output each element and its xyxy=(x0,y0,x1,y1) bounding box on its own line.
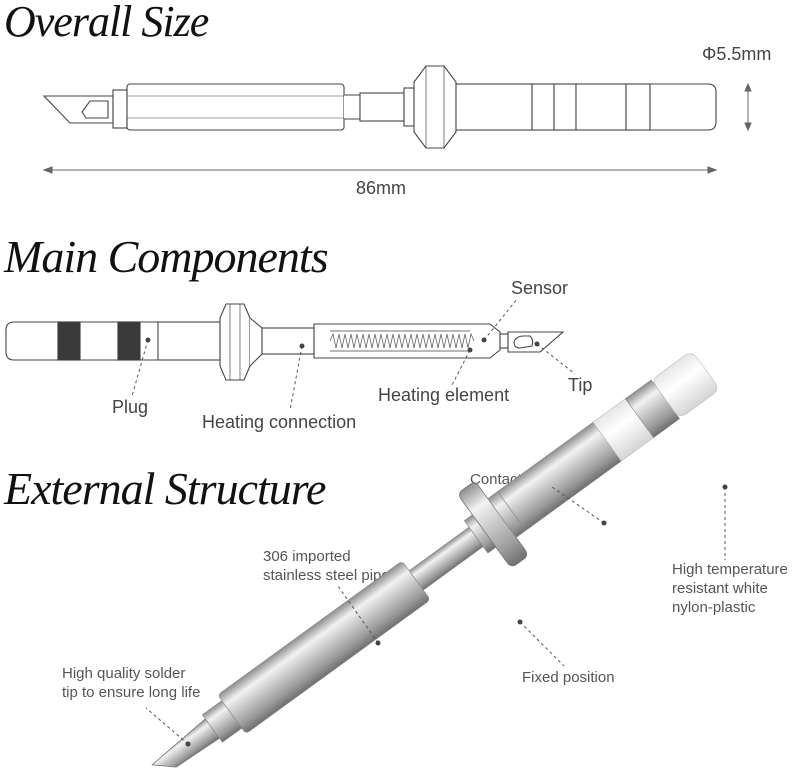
external-leader-dots xyxy=(185,484,728,747)
main-tip-drawing xyxy=(499,331,565,353)
external-leader-lines xyxy=(145,486,726,745)
steel-pipe-label-line1: 306 imported xyxy=(263,548,351,565)
steel-pipe-label-line2: stainless steel pipe xyxy=(263,567,390,584)
heating-element-label: Heating element xyxy=(378,385,510,405)
main-leader-lines xyxy=(131,297,576,411)
main-components-drawing xyxy=(5,303,501,381)
sensor-label: Sensor xyxy=(511,278,569,298)
external-tip-rendering xyxy=(151,353,718,768)
tip-label: Tip xyxy=(568,375,593,395)
length-label: 86mm xyxy=(356,178,407,198)
overall-size-title: Overall Size xyxy=(4,0,209,46)
overall-tip-drawing xyxy=(42,65,717,149)
diameter-dimension-line xyxy=(744,82,752,132)
main-components-title: Main Components xyxy=(4,231,329,282)
length-dimension-line xyxy=(42,166,718,174)
heating-connection-label: Heating connection xyxy=(202,412,357,432)
solder-tip-label-line2: tip to ensure long life xyxy=(62,684,201,701)
nylon-label-line2: resistant white xyxy=(672,580,768,597)
steel-pipe-label: 306 imported stainless steel pipe xyxy=(263,547,390,585)
solder-tip-label-line1: High quality solder xyxy=(62,665,186,682)
heating-coil xyxy=(329,332,475,349)
fixed-position-label: Fixed position xyxy=(522,669,615,686)
main-leader-dots xyxy=(145,337,540,353)
nylon-label-line3: nylon-plastic xyxy=(672,599,756,616)
plug-label: Plug xyxy=(112,397,149,417)
external-structure-title: External Structure xyxy=(4,463,326,514)
solder-tip-label: High quality solder tip to ensure long l… xyxy=(62,664,200,702)
nylon-label: High temperature resistant white nylon-p… xyxy=(672,560,788,617)
nylon-label-line1: High temperature xyxy=(672,561,788,578)
diameter-label: Φ5.5mm xyxy=(702,44,772,64)
